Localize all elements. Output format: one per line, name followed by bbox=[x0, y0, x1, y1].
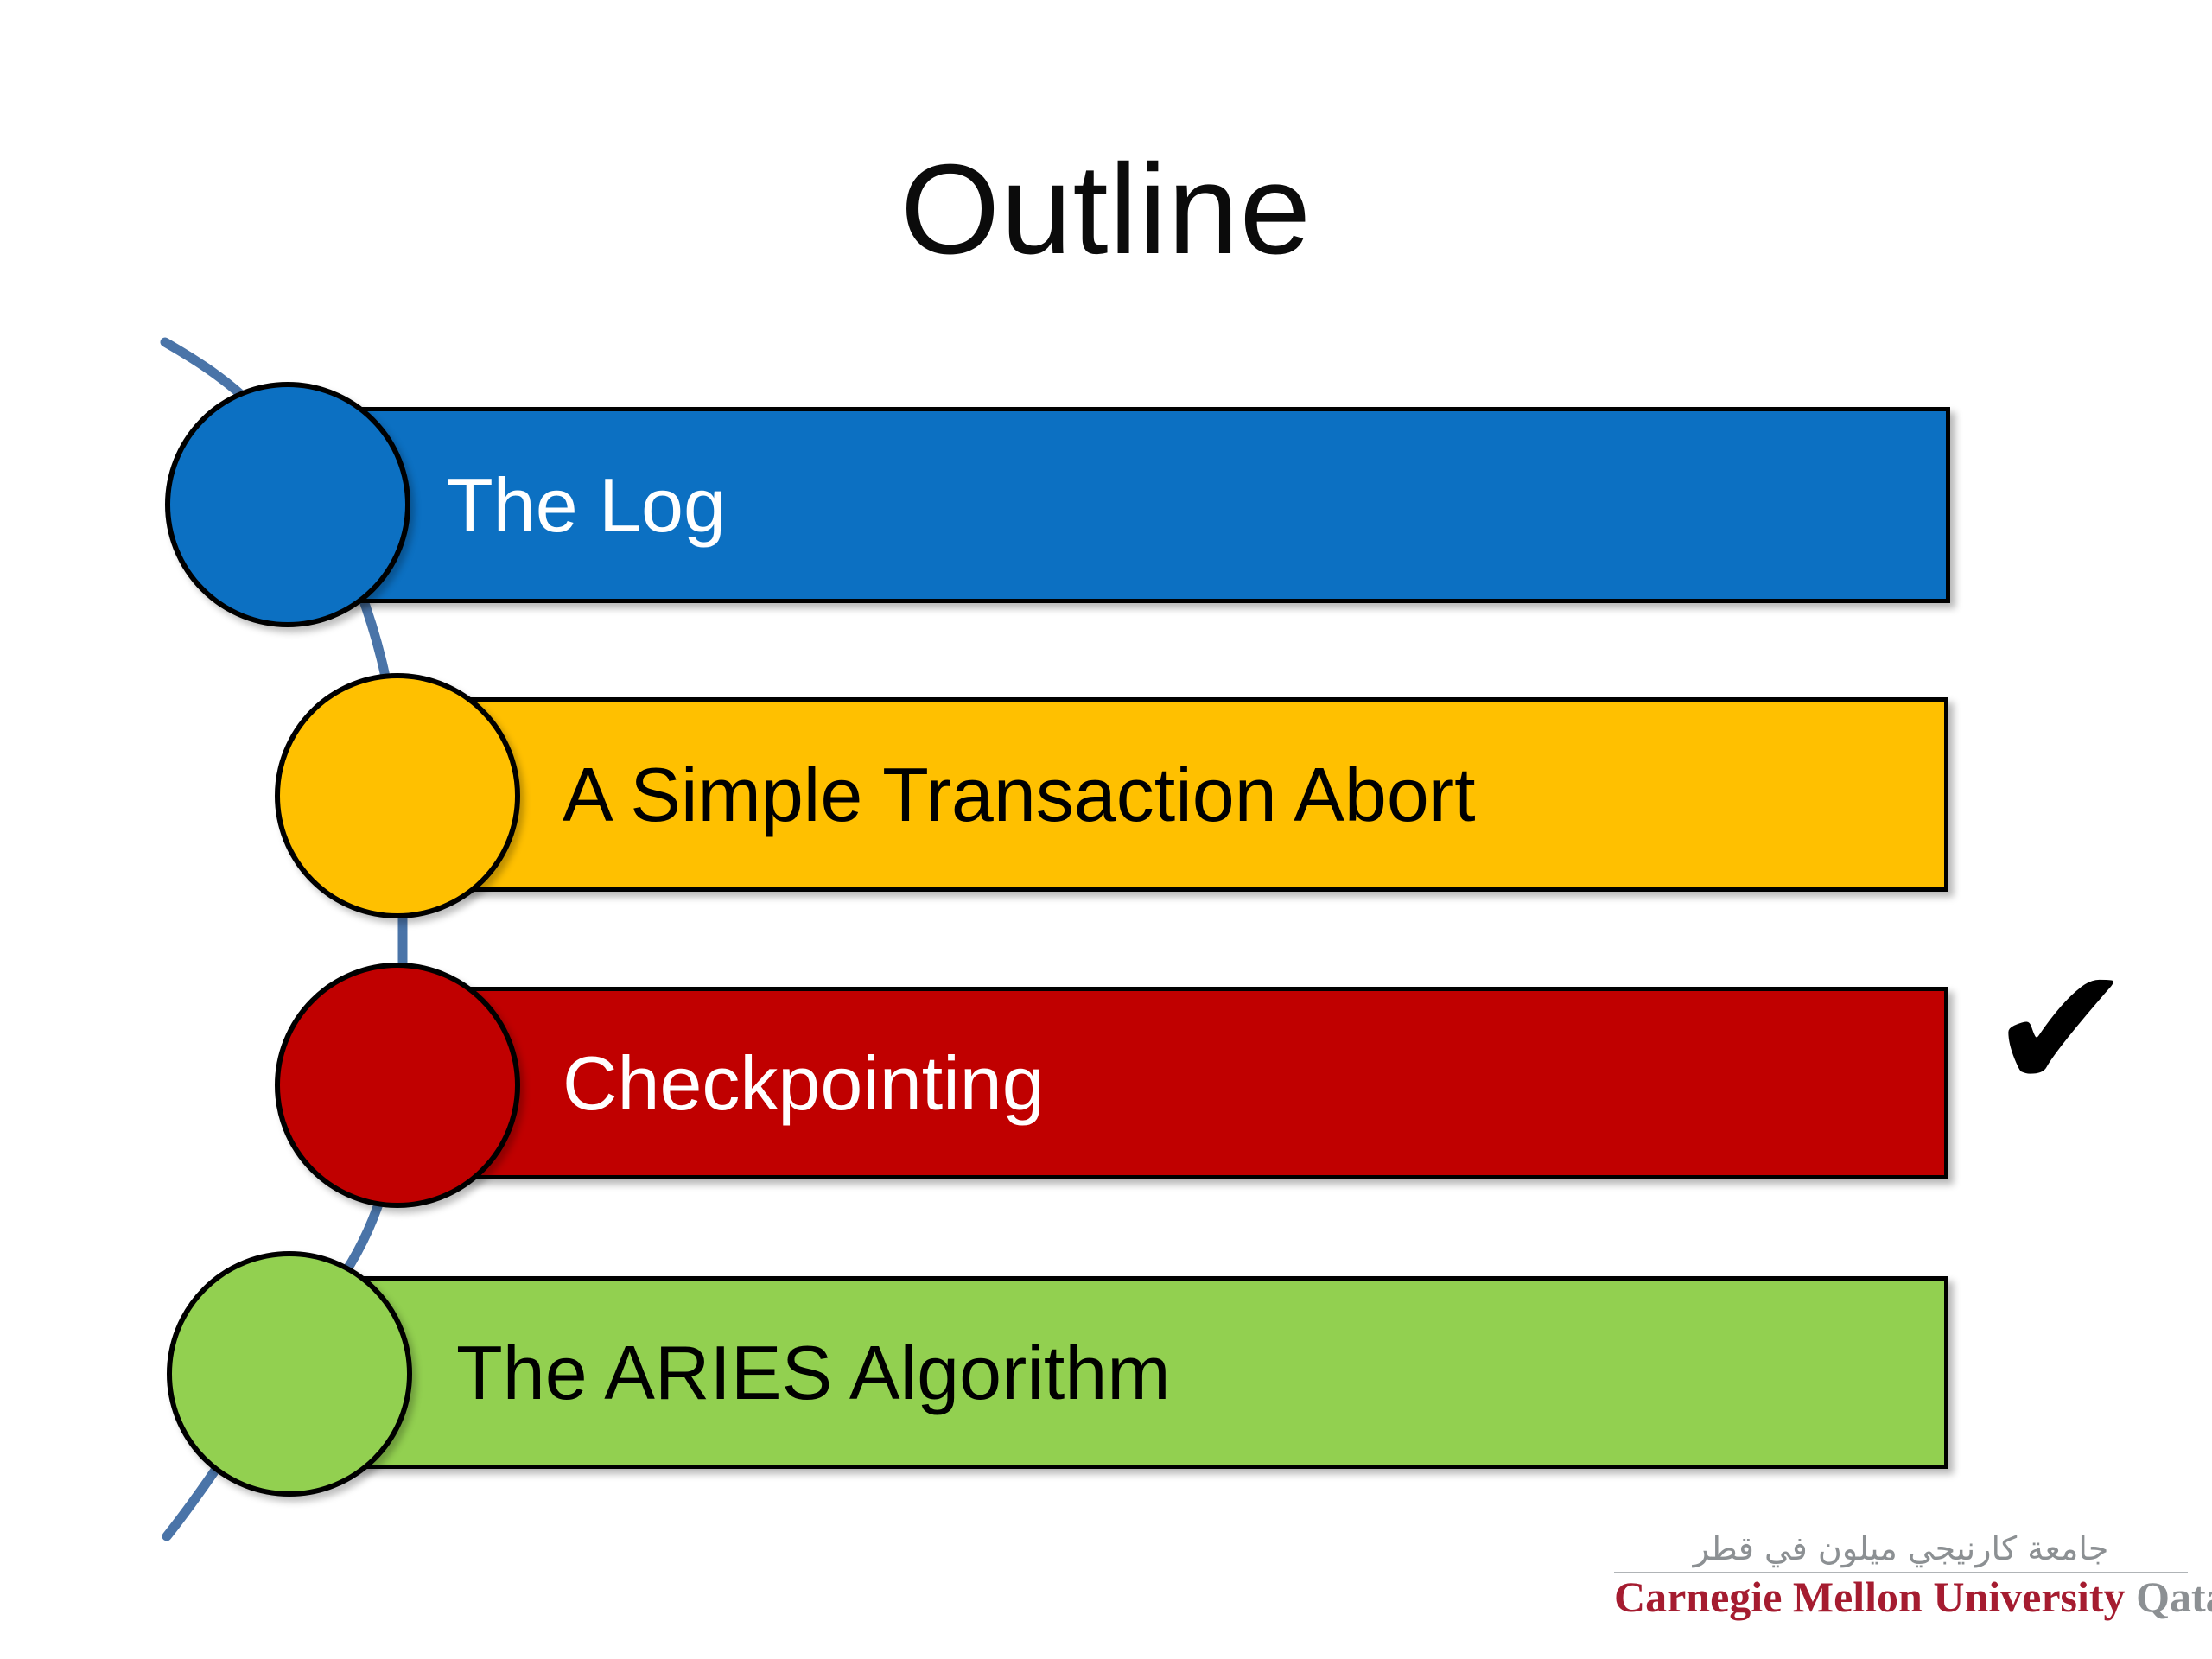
cmu-wordmark-primary: Carnegie Mellon University bbox=[1614, 1572, 2126, 1621]
outline-bar-label: The Log bbox=[447, 461, 726, 548]
cmu-qatar-logo-wordmark: Carnegie Mellon University Qatar bbox=[1614, 1572, 2212, 1621]
checkmark-icon: ✔ bbox=[1988, 929, 2133, 1130]
outline-bar-label: A Simple Transaction Abort bbox=[563, 751, 1476, 837]
logo-divider-line bbox=[1614, 1571, 2188, 1573]
outline-bar-label: Checkpointing bbox=[563, 1039, 1045, 1126]
outline-bar-simple-transaction-abort: A Simple Transaction Abort bbox=[397, 697, 1948, 892]
outline-bar-label: The ARIES Algorithm bbox=[456, 1329, 1171, 1415]
slide-title: Outline bbox=[900, 138, 1312, 281]
outline-bar-the-log: The Log bbox=[294, 407, 1950, 603]
bullet-circle-yellow bbox=[275, 673, 520, 918]
cmu-wordmark-qatar: Qatar bbox=[2136, 1572, 2212, 1621]
outline-bar-checkpointing: Checkpointing bbox=[397, 987, 1948, 1179]
outline-bar-aries-algorithm: The ARIES Algorithm bbox=[296, 1276, 1948, 1469]
bullet-circle-red bbox=[275, 963, 520, 1208]
bullet-circle-green bbox=[167, 1251, 412, 1497]
cmu-qatar-logo-arabic: جامعة كارنيجي ميلون في قطر bbox=[1693, 1529, 2109, 1567]
bullet-circle-blue bbox=[165, 382, 410, 627]
cmu-qatar-logo: جامعة كارنيجي ميلون في قطر Carnegie Mell… bbox=[1614, 1529, 2212, 1621]
